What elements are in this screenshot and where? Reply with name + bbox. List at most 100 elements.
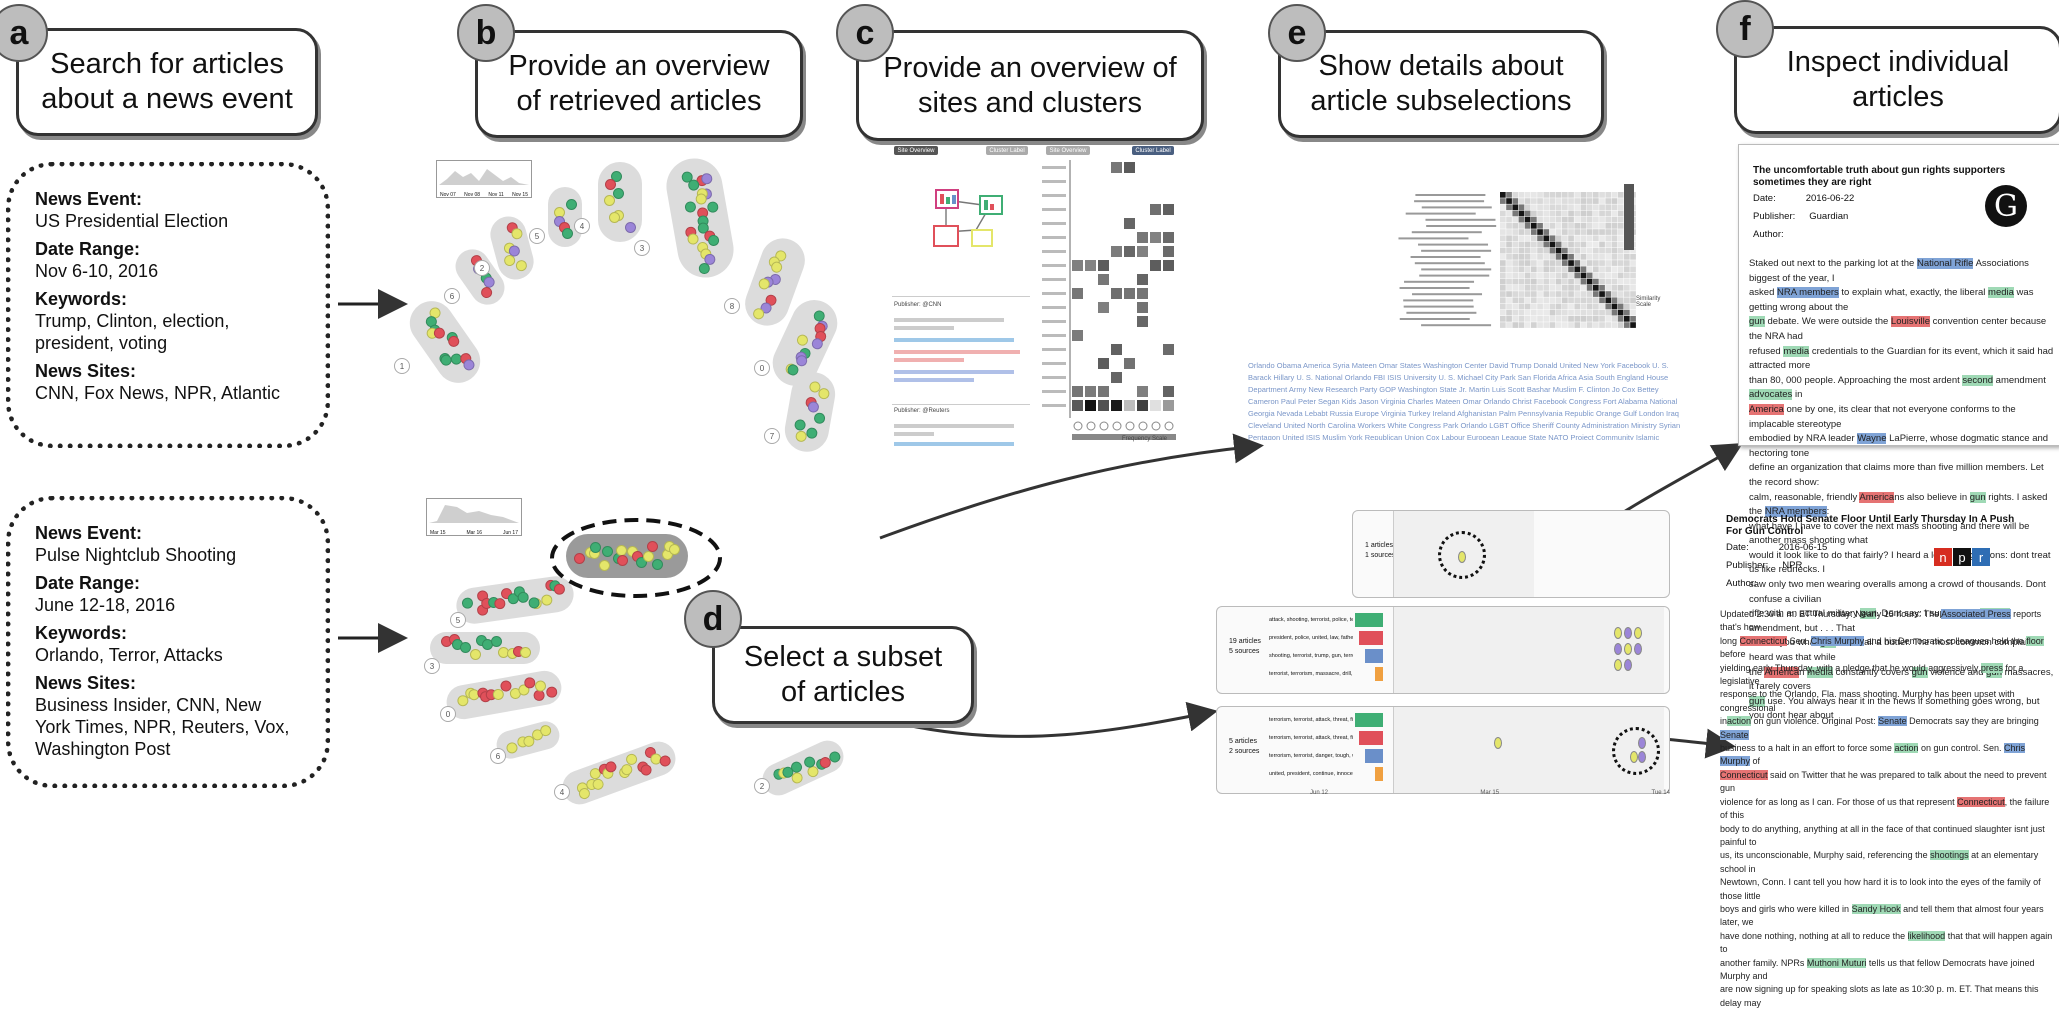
article-marker[interactable] [1494, 737, 1502, 749]
article-dot[interactable] [617, 554, 629, 566]
article-dot[interactable] [510, 226, 524, 241]
article-dot[interactable] [505, 741, 519, 755]
article-dot[interactable] [514, 258, 529, 272]
matrix-cell [1543, 241, 1550, 248]
article-dot[interactable] [590, 541, 602, 553]
similarity-matrix[interactable] [1396, 170, 1636, 350]
article-dot[interactable] [562, 227, 574, 239]
article-cluster[interactable] [598, 162, 642, 242]
article-dot[interactable] [460, 641, 472, 653]
article-dot[interactable] [795, 333, 810, 349]
article-dot[interactable] [625, 222, 637, 234]
matrix-cell [1500, 198, 1506, 204]
article-dot[interactable] [470, 649, 482, 661]
site-network-graph[interactable] [932, 186, 1012, 256]
matrix-cell [1500, 316, 1506, 322]
article-dot[interactable] [805, 426, 819, 440]
matrix-cell [1543, 322, 1550, 328]
article-dot[interactable] [668, 544, 680, 556]
matrix-cell [1617, 204, 1624, 211]
article-marker[interactable] [1624, 627, 1632, 639]
matrix-cell [1593, 260, 1599, 266]
heatmap-row-label [1042, 306, 1066, 309]
article-dot[interactable] [478, 285, 495, 301]
heatmap-cell [1150, 400, 1161, 411]
matrix-cell [1580, 254, 1587, 260]
article-marker[interactable] [1614, 659, 1622, 671]
matrix-cell [1543, 285, 1550, 291]
article-cluster[interactable] [443, 668, 565, 722]
matrix-cell [1599, 303, 1605, 310]
article-marker[interactable] [1614, 627, 1622, 639]
article-dot[interactable] [813, 411, 827, 425]
matrix-cell [1543, 216, 1550, 223]
article-dot[interactable] [544, 686, 558, 699]
site-cluster-heatmap[interactable] [1038, 160, 1180, 446]
article-marker[interactable] [1614, 643, 1622, 655]
cluster-label-button-2[interactable]: Cluster Label [1132, 146, 1174, 155]
timeline-bottom[interactable]: Mar 15 Mar 16 Jun 17 [426, 498, 522, 536]
group-timeline[interactable] [1393, 607, 1664, 693]
article-dot[interactable] [573, 552, 585, 564]
article-dot[interactable] [794, 418, 807, 432]
site-overview-button[interactable]: Site Overview [894, 146, 938, 155]
article-card-guardian[interactable]: The uncomfortable truth about gun rights… [1738, 144, 2059, 721]
article-marker[interactable] [1624, 643, 1632, 655]
article-dot[interactable] [604, 194, 616, 206]
article-dot[interactable] [608, 212, 620, 224]
article-dot[interactable] [707, 234, 720, 248]
matrix-cell [1549, 297, 1556, 304]
article-dot[interactable] [566, 198, 578, 210]
matrix-cell [1593, 297, 1599, 304]
article-cluster[interactable] [566, 534, 688, 578]
article-dot[interactable] [602, 546, 614, 558]
article-dot[interactable] [613, 188, 625, 200]
heatmap-cell [1137, 274, 1148, 285]
article-dot[interactable] [635, 557, 647, 569]
article-dot[interactable] [461, 597, 475, 610]
article-cluster[interactable] [430, 632, 540, 664]
group-timeline[interactable] [1393, 707, 1664, 793]
article-dot[interactable] [490, 635, 502, 647]
matrix-cell [1580, 291, 1587, 297]
site-overview-button-2[interactable]: Site Overview [1046, 146, 1090, 155]
matrix-cell [1599, 297, 1605, 304]
selection-lasso[interactable] [546, 516, 726, 606]
article-dot[interactable] [706, 200, 720, 214]
article-dot[interactable] [683, 200, 697, 214]
word-cloud[interactable]: Orlando Obama America Syria Mateen Omar … [1248, 360, 1688, 440]
article-dot[interactable] [652, 559, 664, 571]
article-card-npr[interactable]: Democrats Hold Senate Floor Until Early … [1712, 510, 2057, 1008]
article-dot[interactable] [646, 540, 658, 552]
article-marker[interactable] [1624, 659, 1632, 671]
matrix-cell [1574, 272, 1581, 279]
group-timeline[interactable] [1393, 511, 1534, 597]
article-dot[interactable] [642, 550, 654, 562]
article-dot[interactable] [598, 560, 610, 572]
term-bar [1365, 749, 1383, 763]
article-cluster[interactable] [557, 736, 681, 810]
panel-c-lines-2 [894, 420, 1024, 446]
step-d-badge: d [684, 590, 742, 648]
matrix-cell [1506, 291, 1512, 297]
cluster-label-button[interactable]: Cluster Label [986, 146, 1028, 155]
matrix-cell [1580, 322, 1587, 328]
article-dot[interactable] [520, 646, 531, 658]
matrix-cell [1599, 223, 1605, 229]
matrix-cell [1537, 266, 1543, 273]
heatmap-cell [1072, 386, 1083, 397]
matrix-cell [1524, 223, 1531, 229]
timeline-top[interactable]: Nov 07 Nov 08 Nov 11 Nov 15 [436, 160, 532, 198]
article-cluster[interactable] [548, 187, 582, 247]
article-dot[interactable] [817, 386, 831, 400]
article-dot[interactable] [807, 400, 820, 414]
article-marker[interactable] [1634, 627, 1642, 639]
article-cluster[interactable] [757, 735, 849, 801]
article-marker[interactable] [1634, 643, 1642, 655]
